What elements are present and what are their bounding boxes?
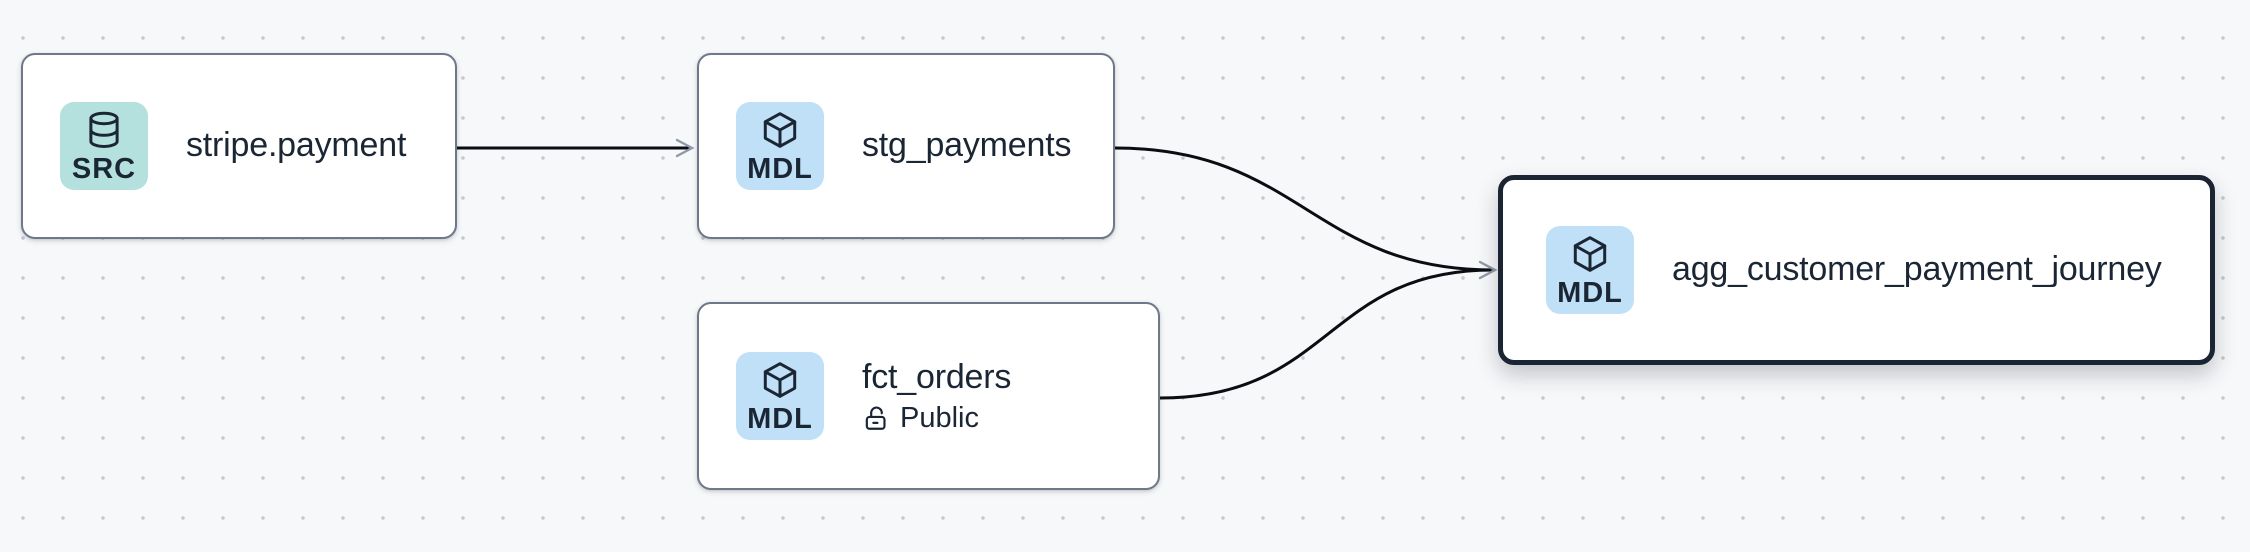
badge-label: MDL — [747, 402, 813, 435]
node-title: agg_customer_payment_journey — [1672, 250, 2162, 289]
node-stripe-payment[interactable]: SRC stripe.payment — [21, 53, 457, 239]
node-stg-payments[interactable]: MDL stg_payments — [697, 53, 1115, 239]
node-title: stg_payments — [862, 126, 1072, 165]
lock-open-icon — [862, 404, 891, 433]
source-type-badge: SRC — [60, 102, 148, 190]
badge-label: MDL — [747, 152, 813, 185]
model-type-badge: MDL — [736, 102, 824, 190]
visibility-label: Public — [900, 401, 979, 434]
model-type-badge: MDL — [1546, 226, 1634, 314]
badge-label: SRC — [71, 152, 137, 185]
cube-icon — [759, 359, 801, 401]
node-fct-orders[interactable]: MDL fct_orders Public — [697, 302, 1160, 490]
edge-fct-orders-to-agg — [1159, 268, 1494, 400]
arrowhead-into-agg — [1478, 260, 1498, 280]
badge-label: MDL — [1557, 276, 1623, 309]
node-title: fct_orders — [862, 358, 1012, 397]
node-agg-customer-payment-journey[interactable]: MDL agg_customer_payment_journey — [1498, 175, 2215, 365]
arrowhead-into-stg-payments — [675, 138, 695, 158]
model-type-badge: MDL — [736, 352, 824, 440]
cube-icon — [759, 109, 801, 151]
node-title: stripe.payment — [186, 126, 407, 165]
visibility-row: Public — [862, 401, 1011, 434]
edge-stg-payments-to-agg — [1114, 146, 1494, 272]
database-icon — [83, 109, 125, 151]
cube-icon — [1569, 233, 1611, 275]
